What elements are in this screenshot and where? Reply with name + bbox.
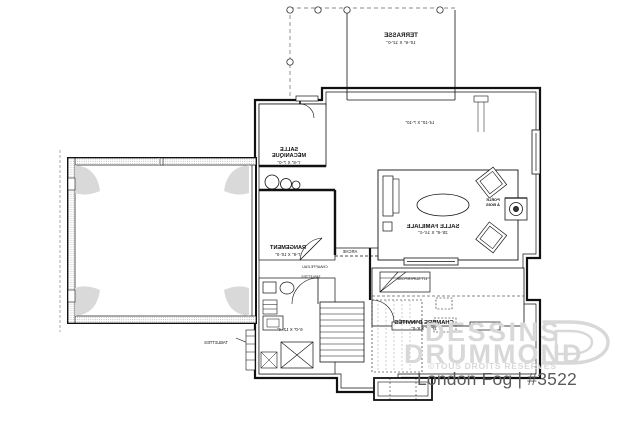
room-salle-familiale [377, 129, 541, 266]
staircase [319, 299, 423, 373]
tablettes-shelving [235, 329, 256, 371]
plan-title: London Fog | #3522 [417, 369, 577, 389]
arche-opening [335, 247, 378, 300]
room-chambre-invites [371, 267, 525, 401]
terrasse-area [286, 6, 456, 101]
dimension-lines [473, 95, 489, 132]
room-rangement [258, 188, 337, 261]
left-wing-garage [59, 150, 257, 332]
room-salle-mecanique [258, 95, 327, 190]
